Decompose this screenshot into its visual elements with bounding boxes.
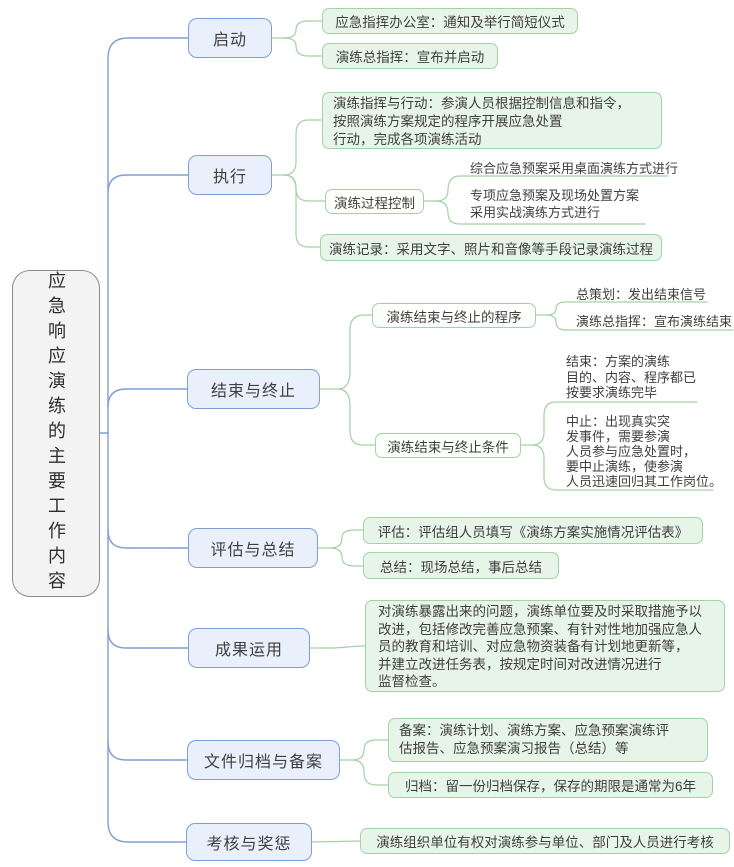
branch-execution[interactable]: 执行 bbox=[188, 155, 272, 195]
node-archive-retention[interactable]: 归档：留一份归档保存，保存的期限是通常为6年 bbox=[388, 772, 713, 798]
node-drill-command-action[interactable]: 演练指挥与行动：参演人员根据控制信息和指令， 按照演练方案规定的程序开展应急处置… bbox=[322, 92, 662, 149]
node-filing-documents[interactable]: 备案：演练计划、演练方案、应急预案演练评 估报告、应急预案演习报告（总结）等 bbox=[388, 718, 708, 762]
node-process-control[interactable]: 演练过程控制 bbox=[325, 189, 424, 214]
node-chief-announce-end[interactable]: 演练总指挥：宣布演练结束 bbox=[576, 314, 733, 329]
branch-end-termination[interactable]: 结束与终止 bbox=[187, 369, 320, 409]
branch-assessment-rewards[interactable]: 考核与奖惩 bbox=[186, 823, 312, 861]
branch-start[interactable]: 启动 bbox=[188, 18, 272, 58]
node-drill-records[interactable]: 演练记录：采用文字、照片和音像等手段记录演练过程 bbox=[320, 234, 662, 261]
node-condition-end[interactable]: 结束：方案的演练 目的、内容、程序都已 按要求演练完毕 bbox=[566, 354, 697, 400]
root-topic[interactable]: 应急响应演练的主要工作内容 bbox=[12, 270, 100, 597]
node-condition-abort[interactable]: 中止：出现真实突 发事件，需要参演 人员参与应急处置时， 要中止演练，使参演 人… bbox=[566, 414, 723, 489]
branch-results-application[interactable]: 成果运用 bbox=[188, 628, 310, 668]
node-evaluation-form[interactable]: 评估：评估组人员填写《演练方案实施情况评估表》 bbox=[363, 517, 703, 544]
node-special-practical-drill[interactable]: 专项应急预案及现场处置方案 采用实战演练方式进行 bbox=[470, 188, 640, 220]
node-command-office-notice[interactable]: 应急指挥办公室：通知及举行简短仪式 bbox=[322, 8, 578, 34]
node-end-termination-procedure[interactable]: 演练结束与终止的程序 bbox=[372, 303, 536, 328]
node-planner-end-signal[interactable]: 总策划：发出结束信号 bbox=[576, 287, 707, 302]
node-end-termination-conditions[interactable]: 演练结束与终止条件 bbox=[375, 433, 521, 458]
node-summary-onsite-after[interactable]: 总结：现场总结，事后总结 bbox=[363, 552, 559, 579]
node-assessment-right[interactable]: 演练组织单位有权对演练参与单位、部门及人员进行考核 bbox=[360, 828, 730, 854]
node-comprehensive-tabletop-drill[interactable]: 综合应急预案采用桌面演练方式进行 bbox=[470, 161, 679, 176]
branch-archiving-filing[interactable]: 文件归档与备案 bbox=[187, 740, 340, 780]
node-chief-announce-start[interactable]: 演练总指挥：宣布并启动 bbox=[322, 43, 498, 69]
branch-evaluation-summary[interactable]: 评估与总结 bbox=[188, 528, 318, 568]
node-improvement-paragraph[interactable]: 对演练暴露出来的问题，演练单位要及时采取措施予以 改进，包括修改完善应急预案、有… bbox=[365, 600, 725, 692]
